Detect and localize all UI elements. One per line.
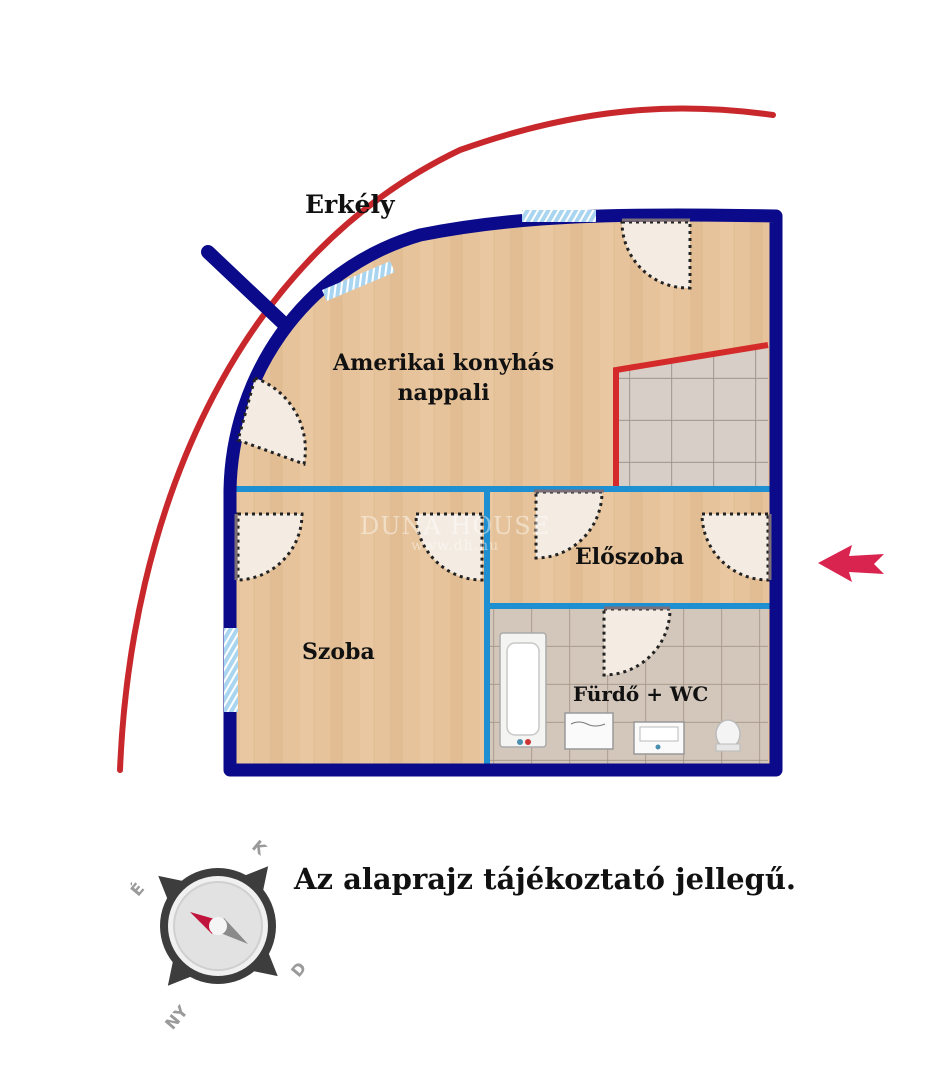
door-hall-living xyxy=(534,490,604,560)
watermark-brand: DUNA HOUSE xyxy=(360,512,551,540)
balcony-divider-wall xyxy=(201,245,289,329)
living-room-label-line1: Amerikai konyhás xyxy=(333,350,555,376)
bathtub-icon xyxy=(499,632,547,748)
door-entrance xyxy=(700,512,770,582)
outer-walls xyxy=(223,208,783,777)
window-arc xyxy=(322,261,395,302)
bathroom-label: Fürdő + WC xyxy=(573,682,709,706)
door-balcony xyxy=(236,376,307,467)
kitchen-area xyxy=(616,345,768,488)
living-room-label: Amerikai konyhás nappali xyxy=(333,350,554,406)
balcony-railing xyxy=(117,105,776,773)
balcony-label: Erkély xyxy=(305,190,395,219)
watermark-url: www.dh.hu xyxy=(411,538,500,554)
door-living-top xyxy=(620,220,692,290)
sink-icon xyxy=(633,721,685,755)
kitchen-outline xyxy=(613,342,769,488)
shower-tray-icon xyxy=(564,712,614,750)
toilet-icon xyxy=(715,719,741,752)
hall-label: Előszoba xyxy=(575,544,684,570)
compass-icon xyxy=(158,866,278,986)
disclaimer-note: Az alaprajz tájékoztató jellegű. xyxy=(294,862,797,896)
door-bedroom-right xyxy=(414,512,484,582)
window-bedroom xyxy=(224,628,238,712)
bedroom-label: Szoba xyxy=(302,639,375,665)
window-top xyxy=(522,210,596,222)
doors xyxy=(236,220,770,677)
door-bathroom xyxy=(602,607,672,677)
inner-walls xyxy=(234,486,770,766)
door-bedroom-left xyxy=(236,512,304,582)
entrance-arrow-icon xyxy=(818,545,884,582)
watermark: DUNA HOUSE www.dh.hu xyxy=(360,512,550,554)
living-room-label-line2: nappali xyxy=(397,380,490,406)
